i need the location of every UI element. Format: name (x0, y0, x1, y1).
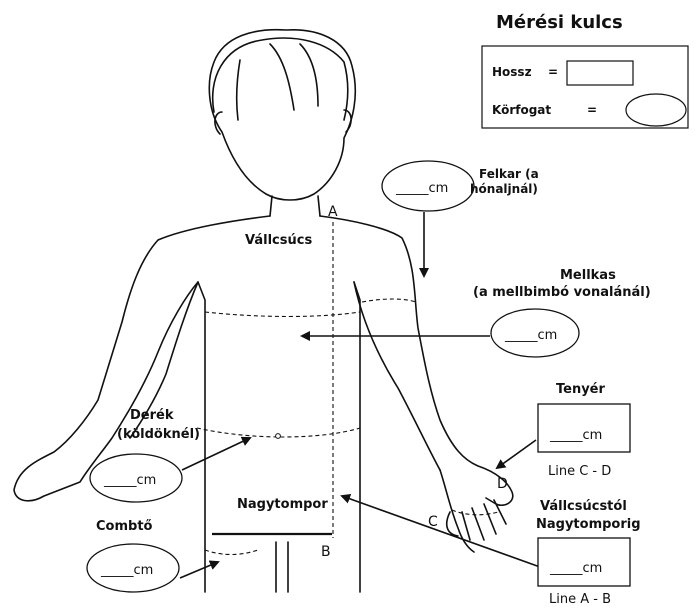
legend-length-symbol (567, 61, 633, 85)
waist-field-text: _____cm (103, 473, 156, 488)
legend-length-eq: = (548, 65, 558, 79)
palm-field-text: _____cm (549, 428, 602, 443)
legend-length-label: Hossz (492, 65, 532, 79)
shoulder-to-hip-field-text: _____cm (549, 561, 602, 576)
upperarm-label-1: Felkar (a (479, 167, 539, 181)
chest-label-1: Mellkas (560, 268, 616, 283)
torso-left (14, 216, 270, 592)
palm-caption: Line C - D (548, 464, 611, 479)
chest-field-text: _____cm (504, 328, 557, 343)
hip-pointer-arrow (342, 496, 540, 567)
waist-arrow (182, 438, 250, 470)
hair (213, 38, 348, 120)
legend: Mérési kulcs Hossz = Körfogat = (482, 12, 688, 128)
head (209, 30, 355, 200)
upperarm-label-2: hónaljnál) (470, 182, 538, 196)
shoulder-to-hip-label-1: Vállcsúcstól (540, 499, 627, 514)
thigh-arrow (180, 562, 218, 578)
upperarm-field-text: _____cm (395, 181, 448, 196)
waist-label-2: (köldöknél) (117, 427, 200, 442)
torso-right (320, 216, 513, 592)
thigh-line (205, 550, 258, 555)
chest-line (205, 312, 360, 317)
point-d: D (497, 476, 508, 492)
palm-arrow (497, 440, 536, 468)
leg-gap (276, 542, 288, 592)
palm-callout: Tenyér _____cm Line C - D (497, 382, 630, 479)
waist-label-1: Derék (130, 408, 174, 423)
legend-title: Mérési kulcs (496, 12, 623, 33)
point-a: A (328, 204, 338, 220)
shoulder-to-hip-callout: Vállcsúcstól Nagytomporig _____cm Line A… (536, 499, 641, 607)
shoulder-label: Vállcsúcs (245, 233, 312, 248)
navel-marker (276, 434, 281, 439)
shoulder-to-hip-label-2: Nagytomporig (536, 517, 641, 532)
thigh-label: Combtő (96, 519, 153, 534)
thigh-field-text: _____cm (100, 563, 153, 578)
waist-callout: Derék (köldöknél) _____cm (90, 408, 250, 502)
legend-circ-label: Körfogat (492, 103, 551, 117)
upperarm-callout: _____cm Felkar (a hónaljnál) (382, 161, 539, 276)
chest-label-2: (a mellbimbó vonalánál) (473, 285, 651, 300)
palm-label: Tenyér (556, 382, 606, 397)
legend-circ-eq: = (587, 103, 597, 117)
point-b: B (321, 544, 331, 560)
shoulder-to-hip-caption: Line A - B (549, 592, 611, 607)
thigh-callout: Combtő _____cm (87, 519, 218, 592)
legend-circ-symbol (626, 94, 686, 126)
upperarm-line (362, 299, 416, 302)
